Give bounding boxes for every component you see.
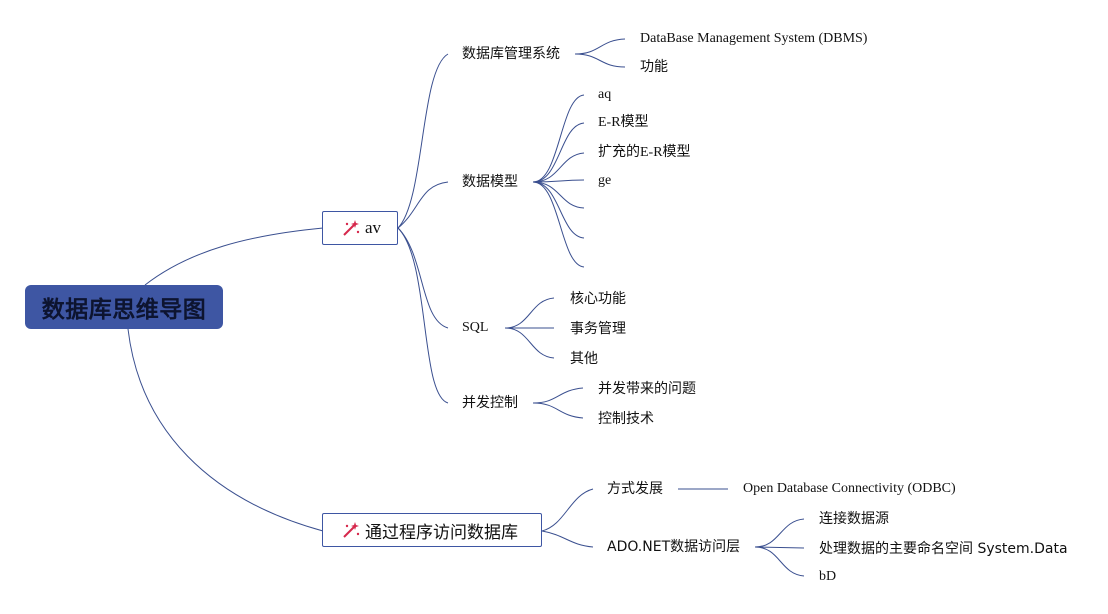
- connector: [504, 297, 555, 329]
- subtopic[interactable]: 其他: [570, 351, 598, 367]
- connector: [541, 530, 594, 548]
- magic-wand-icon: [343, 220, 360, 236]
- branch-node-program-access[interactable]: 通过程序访问数据库: [322, 513, 542, 547]
- connector: [532, 94, 585, 183]
- connector: [574, 38, 626, 55]
- connector: [144, 227, 324, 286]
- connector: [532, 181, 585, 268]
- connector: [532, 122, 585, 183]
- connector: [574, 53, 626, 68]
- branch-node-av[interactable]: av: [322, 211, 398, 245]
- connector: [397, 227, 449, 404]
- subtopic[interactable]: 功能: [640, 59, 668, 75]
- subtopic[interactable]: 核心功能: [570, 291, 626, 307]
- subtopic[interactable]: 事务管理: [570, 321, 626, 337]
- subtopic[interactable]: 处理数据的主要命名空间 System.Data: [819, 541, 1068, 557]
- subtopic[interactable]: 控制技术: [598, 411, 654, 427]
- subtopic[interactable]: 连接数据源: [819, 511, 889, 527]
- root-label: 数据库思维导图: [41, 297, 207, 323]
- subtopic[interactable]: Open Database Connectivity (ODBC): [743, 481, 956, 496]
- connector: [504, 327, 555, 359]
- magic-wand-icon: [343, 522, 360, 538]
- subtopic[interactable]: aq: [598, 87, 612, 102]
- root-node[interactable]: 数据库思维导图: [25, 285, 223, 329]
- connector: [532, 181, 585, 209]
- topic-adonet[interactable]: ADO.NET数据访问层: [607, 539, 741, 555]
- connector: [532, 402, 584, 419]
- connector: [754, 546, 805, 549]
- connector: [754, 518, 805, 548]
- connector: [532, 179, 585, 183]
- branch-label: av: [365, 218, 382, 237]
- connector: [754, 546, 805, 577]
- branch-label: 通过程序访问数据库: [365, 522, 518, 543]
- subtopic[interactable]: E-R模型: [598, 115, 649, 130]
- connector: [532, 181, 585, 239]
- connector: [541, 488, 594, 532]
- connector: [532, 152, 585, 183]
- subtopic[interactable]: bD: [819, 569, 837, 584]
- topic-sql[interactable]: SQL: [462, 320, 489, 335]
- connector: [532, 387, 584, 404]
- connector: [397, 53, 449, 229]
- subtopic[interactable]: 扩充的E-R模型: [598, 145, 691, 160]
- subtopic[interactable]: ge: [598, 173, 612, 188]
- topic-dbms[interactable]: 数据库管理系统: [462, 46, 560, 62]
- connector: [127, 328, 324, 532]
- subtopic[interactable]: DataBase Management System (DBMS): [640, 31, 868, 46]
- topic-evolution[interactable]: 方式发展: [607, 481, 663, 497]
- connector: [397, 181, 449, 229]
- topic-concurrency[interactable]: 并发控制: [462, 395, 518, 411]
- topic-data-model[interactable]: 数据模型: [462, 174, 518, 190]
- subtopic[interactable]: 并发带来的问题: [598, 381, 696, 397]
